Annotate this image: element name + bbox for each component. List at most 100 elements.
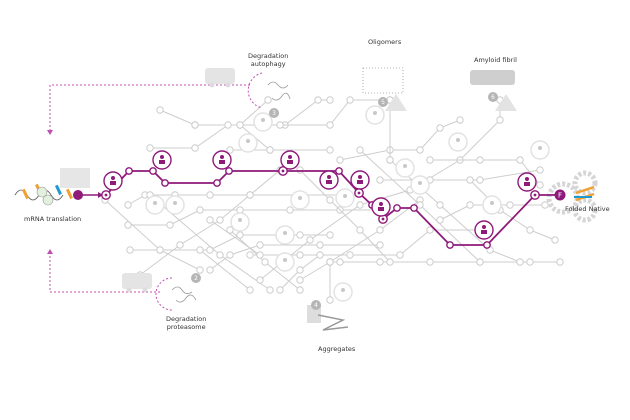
badge-folded: F [558,192,562,200]
network-node [536,166,544,174]
network-node [496,116,504,124]
ribosome-icon [36,186,48,198]
network-node [124,201,132,209]
pathway-node-center [104,193,108,197]
network-node [191,144,199,152]
network-node [256,251,264,259]
worker-head-icon [238,218,242,222]
pathway-node-center [533,193,537,197]
network-node [346,251,354,259]
pathway-node [149,167,157,175]
network-node [191,121,199,129]
peptide-icon [21,188,29,200]
network-node [516,258,524,266]
network-node [516,156,524,164]
network-node [466,201,474,209]
toxic-warning-icon [495,94,517,111]
network-node [556,258,564,266]
network-node [196,246,204,254]
network-node [166,221,174,229]
label-mrna-translation: mRNA translation [24,215,82,223]
network-line [130,234,330,251]
arrowhead-icon [47,249,53,254]
label-line: Degradation [166,315,207,323]
worker-body-icon [378,207,384,211]
network-line [430,159,541,186]
amyloid-fibril-icon [470,70,515,85]
pathway-node [410,204,418,212]
network-node [436,216,444,224]
pathway-node [225,167,233,175]
network-node [316,241,324,249]
network-node [376,241,384,249]
network-node [541,201,549,209]
network-node [236,231,244,239]
worker-head-icon [327,175,331,179]
worker-head-icon [456,138,460,142]
network-node [226,226,234,234]
worker-head-icon [220,155,224,159]
pathway-node [161,179,169,187]
network-node [326,231,334,239]
unfolded-chain-icon [171,286,197,303]
label-line: Degradation [248,52,289,60]
network-node [276,121,284,129]
worker-head-icon [111,176,115,180]
network-node [256,276,264,284]
truck-wheel-icon [225,82,231,88]
network-node [236,121,244,129]
network-line [299,199,421,281]
pathway-node-center [357,191,361,195]
network-node [536,181,544,189]
network-node [256,241,264,249]
network-node [216,251,224,259]
network-node [356,201,364,209]
network-node [314,96,322,104]
worker-head-icon [482,225,486,229]
badge-circle [311,300,321,310]
network-node [226,251,234,259]
gear-icon [572,170,598,196]
badge-oligomers: 5 [381,99,385,106]
network-node [246,286,254,294]
network-node [296,231,304,239]
network-node [436,201,444,209]
network-node [376,226,384,234]
network-node [296,251,304,259]
worker-head-icon [261,118,265,122]
badge-circle [191,273,201,283]
worker-head-icon [283,231,287,235]
toxic-warning-icon [385,94,407,111]
network-node [156,246,164,254]
network-node [396,251,404,259]
pathway-node [125,167,133,175]
network-node [436,124,444,132]
network-node [206,266,214,274]
worker-head-icon [403,164,407,168]
network-node [261,258,269,266]
folded-badge [554,189,566,201]
worker-body-icon [219,160,225,164]
network-node [156,106,164,114]
network-node [296,276,304,284]
network-node [176,241,184,249]
network-node [416,146,424,154]
worker-body-icon [326,180,332,184]
peptide-icon [55,184,62,196]
worker-head-icon [525,177,529,181]
truck-wheel-icon [126,287,132,293]
network-node [506,201,514,209]
worker-head-icon [160,155,164,159]
label-amyloid-fibril: Amyloid fibril [474,56,517,64]
label-line: autophagy [250,60,286,68]
network-node [224,121,232,129]
start-dot [73,190,83,200]
network-node [326,96,334,104]
network-node [316,251,324,259]
network-node [356,226,364,234]
network-node [426,156,434,164]
network-node [456,116,464,124]
pathway-node-center [281,169,285,173]
network-line [299,169,391,263]
